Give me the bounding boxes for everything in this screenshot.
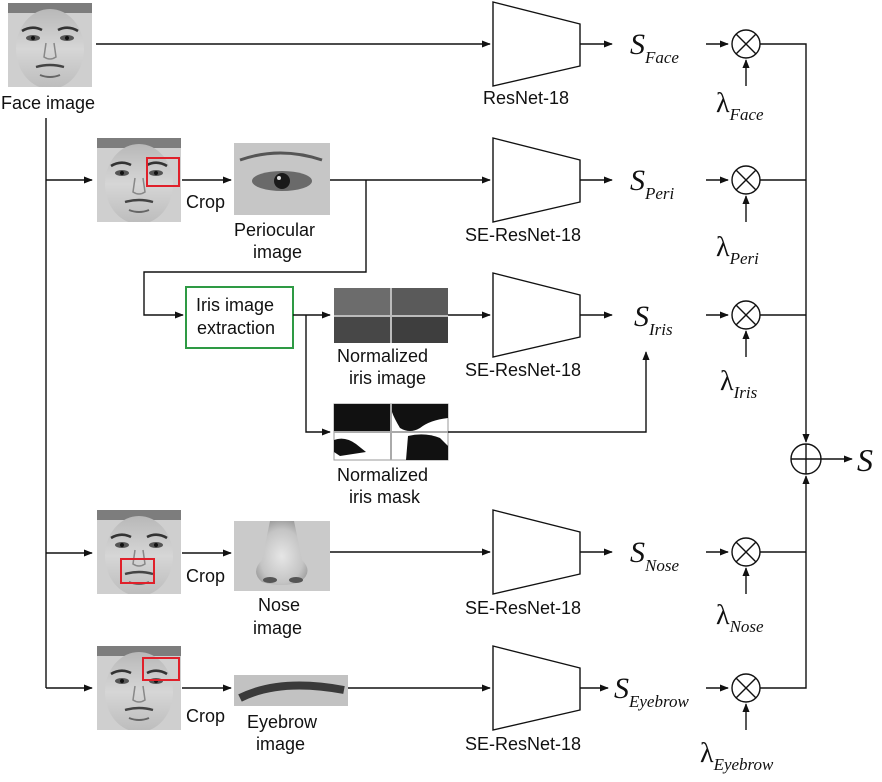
arrow-peri-to-iris-extraction — [143, 180, 367, 319]
face-multiply-node — [731, 29, 761, 59]
peri-network-label: SE-ResNet-18 — [465, 225, 581, 245]
nose-crop-label: Crop — [186, 566, 225, 586]
nose-score: SNose — [630, 536, 679, 575]
eyebrow-weight: λEyebrow — [700, 738, 774, 774]
nose-image-label-2: image — [253, 618, 302, 638]
iris-weight: λIris — [720, 366, 758, 402]
peri-score: SPeri — [630, 164, 675, 203]
iris-extraction-box — [185, 286, 294, 349]
eyebrow-crop-label: Crop — [186, 706, 225, 726]
nose-image-label-1: Nose — [258, 595, 300, 615]
nose-network-label: SE-ResNet-18 — [465, 598, 581, 618]
peri-image-label-1: Periocular — [234, 220, 315, 240]
eyebrow-crop-box — [142, 657, 180, 681]
face-score: SFace — [630, 28, 679, 67]
seresnet-peri-block — [492, 137, 581, 223]
face-weight: λFace — [716, 88, 764, 124]
iris-network-label: SE-ResNet-18 — [465, 360, 581, 380]
norm-image-label-1: Normalized — [337, 346, 428, 366]
seresnet-eyebrow-block — [492, 645, 581, 731]
eyebrow-image-label-1: Eyebrow — [247, 712, 318, 732]
final-score: S — [857, 442, 873, 478]
eyebrow-image-label-2: image — [256, 734, 305, 754]
periocular-image — [234, 143, 330, 215]
eyebrow-score: SEyebrow — [614, 672, 689, 711]
norm-mask-label-1: Normalized — [337, 465, 428, 485]
sum-node — [790, 443, 822, 475]
face-network-label: ResNet-18 — [483, 88, 569, 108]
seresnet-nose-block — [492, 509, 581, 595]
peri-image-label-2: image — [253, 242, 302, 262]
normalized-iris-image — [334, 288, 448, 343]
face-image-label: Face image — [1, 93, 95, 113]
peri-weight: λPeri — [716, 232, 759, 268]
resnet-face-block — [492, 1, 581, 87]
eyebrow-network-label: SE-ResNet-18 — [465, 734, 581, 754]
iris-multiply-node — [731, 300, 761, 330]
peri-crop-label: Crop — [186, 192, 225, 212]
nose-weight: λNose — [716, 600, 764, 636]
eyebrow-multiply-node — [731, 673, 761, 703]
arrow-norm-mask-to-iris-score — [448, 351, 650, 433]
seresnet-iris-block — [492, 272, 581, 358]
normalized-iris-mask — [333, 403, 449, 461]
line-eyebrow-to-sum — [760, 475, 810, 689]
iris-extraction-label-1: Iris image — [196, 295, 274, 315]
line-face-to-sum — [760, 43, 810, 443]
nose-image — [234, 521, 330, 591]
iris-score: SIris — [634, 300, 673, 339]
peri-multiply-node — [731, 165, 761, 195]
norm-mask-label-2: iris mask — [349, 487, 421, 507]
arrow-extraction-to-norm-mask — [305, 315, 331, 436]
peri-face-image — [96, 138, 182, 222]
norm-image-label-2: iris image — [349, 368, 426, 388]
nose-crop-box — [120, 558, 155, 584]
nose-multiply-node — [731, 537, 761, 567]
face-input-image — [6, 3, 94, 87]
iris-extraction-label-2: extraction — [197, 318, 275, 338]
eyebrow-image — [234, 675, 348, 706]
peri-crop-box — [146, 157, 180, 187]
